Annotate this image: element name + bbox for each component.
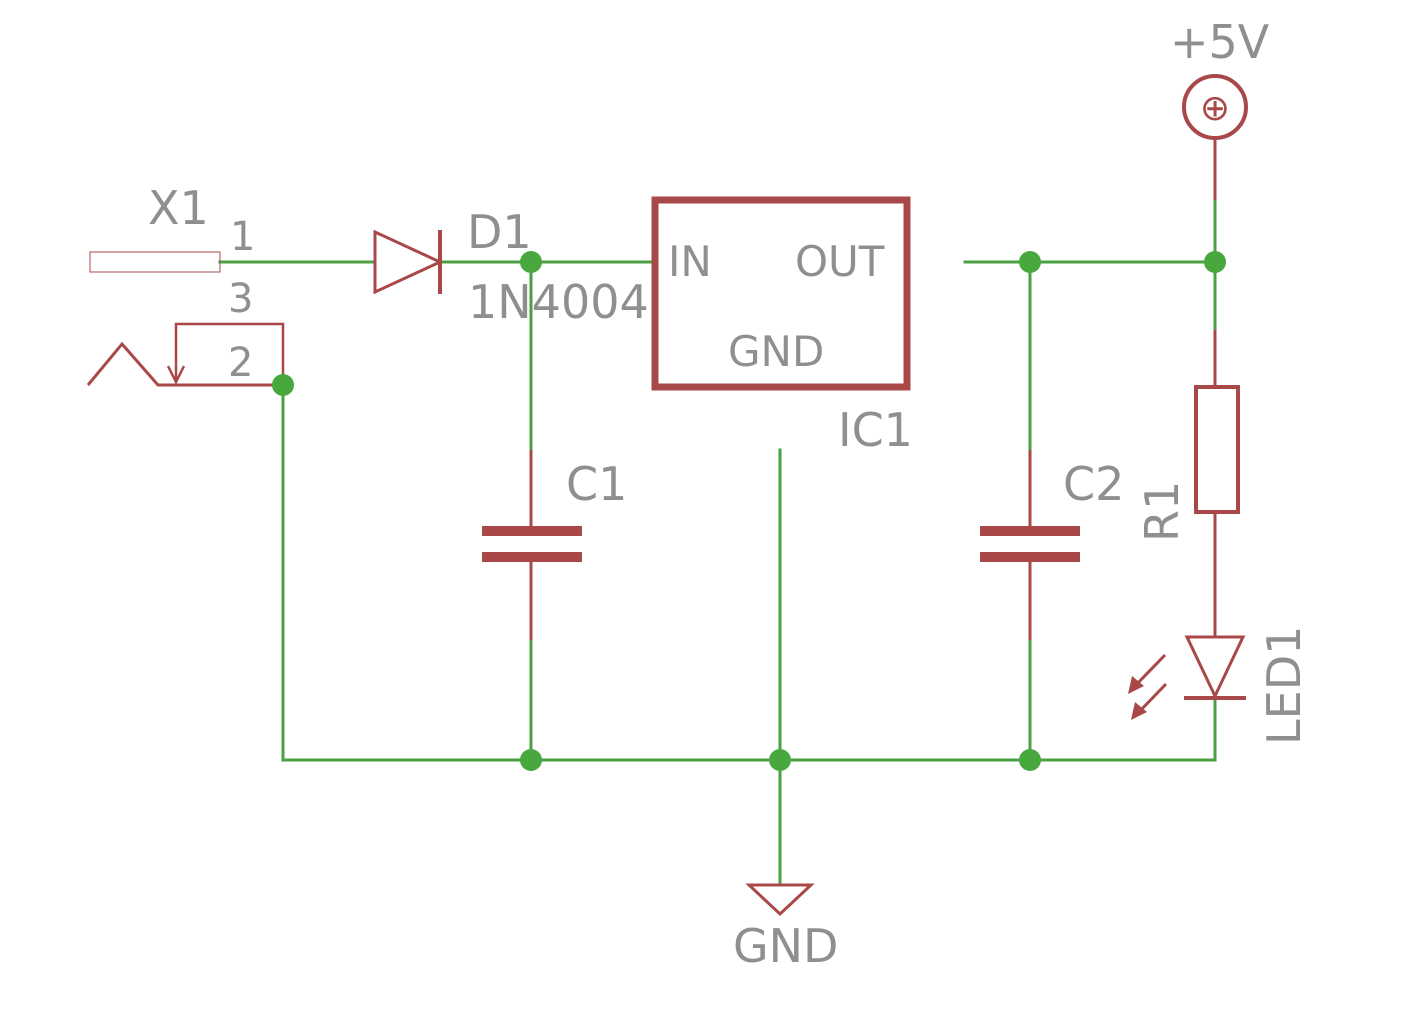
regulator-pin-out: OUT [795, 237, 885, 286]
connector-designator: X1 [148, 181, 209, 235]
connector-x1: X1 1 3 2 [86, 181, 285, 387]
resistor-body [1194, 385, 1240, 514]
diode-value: 1N4004 [468, 275, 649, 329]
capacitor-c1-plate-bottom [482, 552, 582, 562]
regulator-pin-in: IN [668, 237, 712, 286]
capacitor-c2-designator: C2 [1063, 457, 1124, 511]
led-triangle [1184, 635, 1246, 700]
capacitor-c1-designator: C1 [566, 457, 627, 511]
junction-dot [769, 749, 791, 771]
led-designator: LED1 [1257, 626, 1311, 745]
capacitor-c2-plate-bottom [980, 552, 1080, 562]
connector-pin-2-label: 2 [228, 340, 253, 386]
regulator-body [651, 196, 911, 391]
connector-pin-1-label: 1 [230, 214, 255, 260]
resistor-designator: R1 [1135, 481, 1189, 542]
connector-spring-contact [86, 341, 283, 387]
junction-dot [520, 251, 542, 273]
connector-pin-bar [89, 251, 221, 273]
junction-dot [1019, 749, 1041, 771]
capacitor-c1: C1 [482, 450, 627, 640]
junction-dot [272, 374, 294, 396]
supply-plus-icon: ⊕ [1200, 88, 1230, 129]
diode-d1: D1 1N4004 [373, 205, 649, 329]
led-emission-arrows-icon [1128, 653, 1168, 720]
connector-pin-3-label: 3 [228, 276, 253, 322]
ground-symbol: GND [733, 883, 838, 973]
junction-dot [1204, 251, 1226, 273]
led-arrow-1-head [1128, 676, 1144, 694]
connector-arrow-icon [166, 365, 186, 385]
supply-label: +5V [1170, 15, 1270, 69]
junction-dot [1019, 251, 1041, 273]
regulator-designator: IC1 [838, 403, 913, 457]
diode-designator: D1 [467, 205, 532, 259]
resistor-r1: R1 [1135, 330, 1240, 636]
diode-triangle [373, 229, 444, 295]
wires [218, 198, 1217, 887]
capacitor-c1-plate-top [482, 526, 582, 536]
junction-dot [520, 749, 542, 771]
ground-label: GND [733, 919, 838, 973]
regulator-pin-gnd: GND [728, 327, 824, 376]
supply-5v: ⊕ +5V [1170, 15, 1270, 200]
connector-switch-lead [174, 322, 285, 385]
regulator-ic1: IN OUT GND IC1 [651, 196, 913, 457]
ground-triangle-icon [745, 883, 815, 917]
junctions [272, 251, 1226, 771]
led-led1: LED1 [1128, 626, 1311, 745]
capacitor-c2-plate-top [980, 526, 1080, 536]
capacitor-c2: C2 [980, 450, 1124, 640]
led-arrow-2-head [1131, 702, 1147, 720]
